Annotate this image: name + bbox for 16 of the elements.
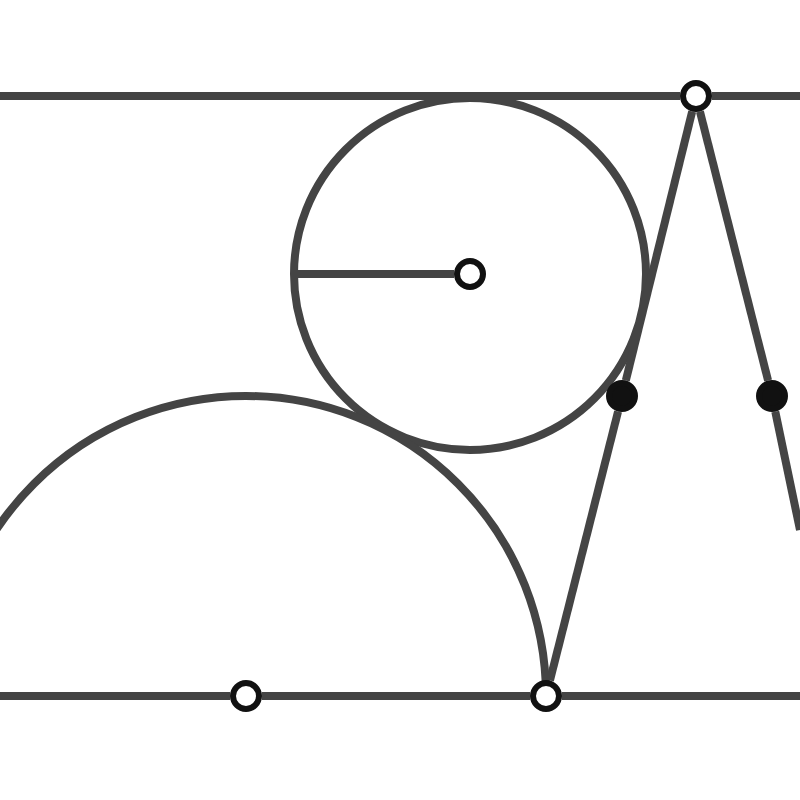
line-segment — [562, 692, 800, 700]
line-segment — [771, 410, 800, 531]
line-segment — [0, 692, 230, 700]
line-segment — [262, 692, 530, 700]
line-segment — [696, 110, 772, 382]
line-segment — [621, 110, 697, 382]
open-point — [454, 258, 486, 290]
open-point — [680, 80, 712, 112]
line-segment — [294, 270, 454, 278]
filled-point — [606, 380, 638, 412]
line-segment — [546, 410, 622, 682]
line-segment — [712, 92, 800, 100]
line-segment — [0, 92, 680, 100]
open-point — [230, 680, 262, 712]
open-point — [530, 680, 562, 712]
filled-point — [756, 380, 788, 412]
